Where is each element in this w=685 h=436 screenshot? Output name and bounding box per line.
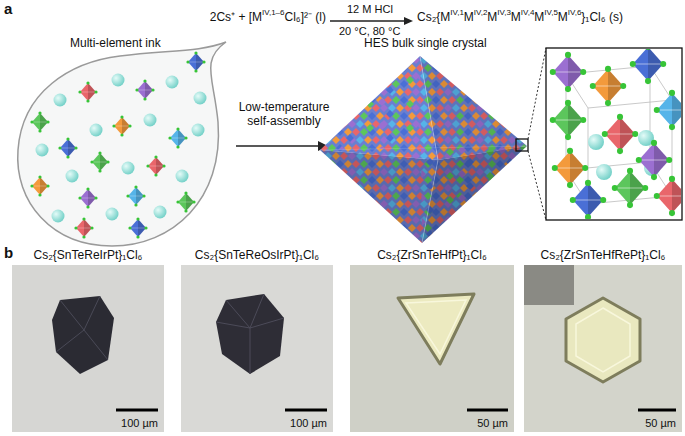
photo-panel: Cs₂{SnTeReOsIrPt}₁Cl₆ 100 µm (181, 248, 333, 432)
label-text: 20 °C, 80 °C (339, 25, 400, 37)
superscript-text: IV,6 (568, 8, 582, 17)
label-text: 12 M HCl (347, 3, 393, 15)
superscript-text: IV,4 (521, 8, 535, 17)
label-text: Cs₂{M (417, 10, 450, 24)
label-text: HES bulk single crystal (364, 36, 487, 50)
superscript-text: IV,5 (544, 8, 558, 17)
product-formula: Cs₂{MIV,1MIV,2MIV,3MIV,4MIV,5MIV,6}₁Cl₆ … (417, 8, 623, 24)
label-text: }₁Cl₆ (s) (581, 10, 623, 24)
scale-bar-label: 50 µm (477, 417, 508, 429)
label-text: M (558, 10, 568, 24)
photo-panel: Cs₂{ZrSnTeHfRePt}₁Cl₆ 50 µm (524, 248, 682, 432)
panel-heading: Cs₂{ZrSnTeHfPt}₁Cl₆ (350, 248, 514, 263)
photo-panel: Cs₂{ZrSnTeHfPt}₁Cl₆ 50 µm (350, 248, 514, 432)
reactant-formula: 2Cs⁺ + [MIV,1–6Cl₆]²⁻ (l) (210, 8, 326, 24)
superscript-text: IV,3 (497, 8, 511, 17)
label-text: a (4, 0, 12, 17)
panel-letter: a (4, 0, 12, 18)
superscript-text: IV,1 (450, 8, 464, 17)
label-text: M (511, 10, 521, 24)
panel-caption: HES bulk single crystal (364, 36, 487, 50)
photo-panel: Cs₂{SnTeReIrPt}₁Cl₆ 100 µm (12, 248, 164, 432)
label-text: Low-temperature self-assembly (239, 100, 330, 128)
label-text: Cl₆]²⁻ (l) (285, 10, 327, 24)
scale-bar-label: 100 µm (290, 417, 327, 429)
scale-bar-label: 100 µm (121, 417, 158, 429)
panel-letter: b (4, 244, 13, 262)
superscript-text: IV,2 (474, 8, 488, 17)
label-text: M (487, 10, 497, 24)
panel-heading: Cs₂{SnTeReIrPt}₁Cl₆ (12, 248, 164, 263)
condition-text: 12 M HCl (347, 3, 393, 16)
superscript-text: IV,1–6 (262, 8, 284, 17)
label-text: M (464, 10, 474, 24)
scale-bar-label: 50 µm (645, 417, 676, 429)
label-text: b (4, 244, 13, 261)
panel-heading: Cs₂{ZrSnTeHfRePt}₁Cl₆ (524, 248, 682, 263)
panel-heading: Cs₂{SnTeReOsIrPt}₁Cl₆ (181, 248, 333, 263)
panel-caption: Multi-element ink (70, 36, 161, 50)
label-text: 2Cs⁺ + [M (210, 10, 262, 24)
arrow-caption: Low-temperature self-assembly (230, 100, 338, 129)
label-text: M (534, 10, 544, 24)
label-text: Multi-element ink (70, 36, 161, 50)
